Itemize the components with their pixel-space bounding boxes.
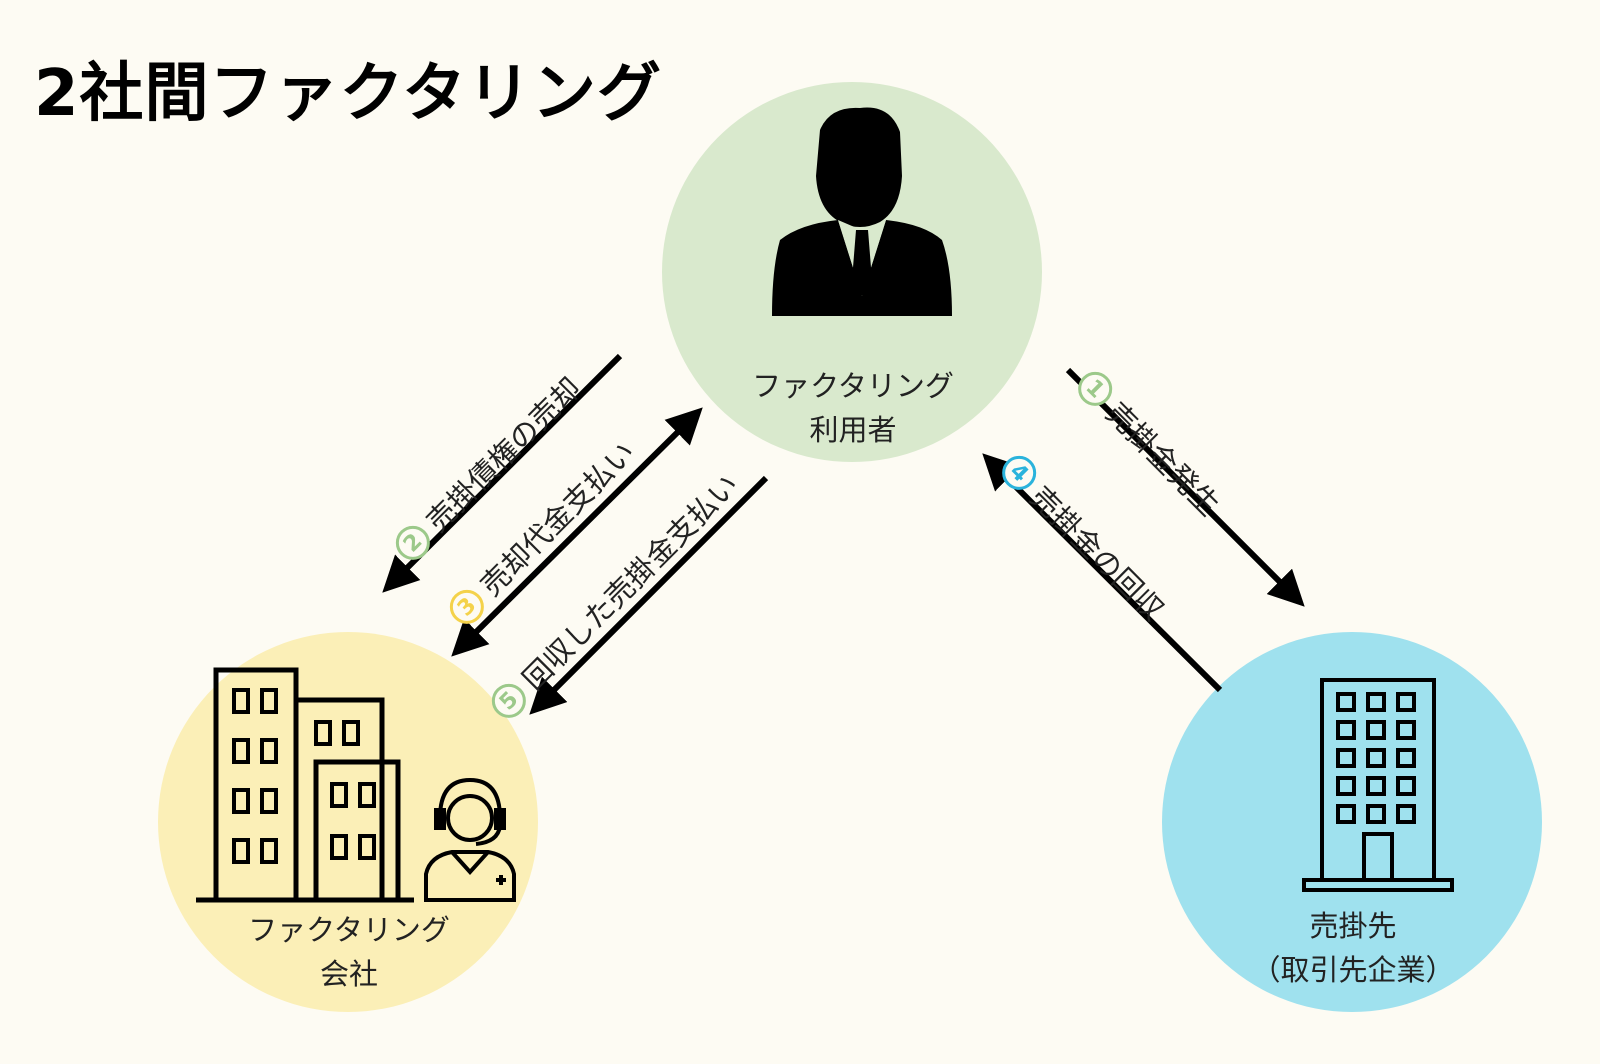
businessman-icon <box>772 107 952 316</box>
user-node-label: ファクタリング 利用者 <box>740 364 966 452</box>
operator-headset-icon <box>424 777 516 902</box>
customer-node-label: 売掛先 （取引先企業） <box>1240 904 1466 992</box>
arrow-step-5 <box>529 475 769 715</box>
company-label-line2: 会社 <box>319 957 378 991</box>
user-label-line1: ファクタリング <box>752 369 954 403</box>
customer-label-line1: 売掛先 <box>1309 909 1397 943</box>
company-label-line1: ファクタリング <box>248 913 450 947</box>
arrow-step-1 <box>1065 367 1305 607</box>
customer-building-icon <box>1302 678 1454 892</box>
customer-label-line2: （取引先企業） <box>1251 953 1455 987</box>
company-circle <box>158 632 538 1012</box>
page-title: 2社間ファクタリング <box>34 57 662 131</box>
office-buildings-icon <box>196 667 414 903</box>
arrow-step-4 <box>982 453 1223 693</box>
arrow-step-3 <box>451 407 703 657</box>
user-label-line2: 利用者 <box>809 413 897 447</box>
company-node-label: ファクタリング 会社 <box>236 908 462 996</box>
